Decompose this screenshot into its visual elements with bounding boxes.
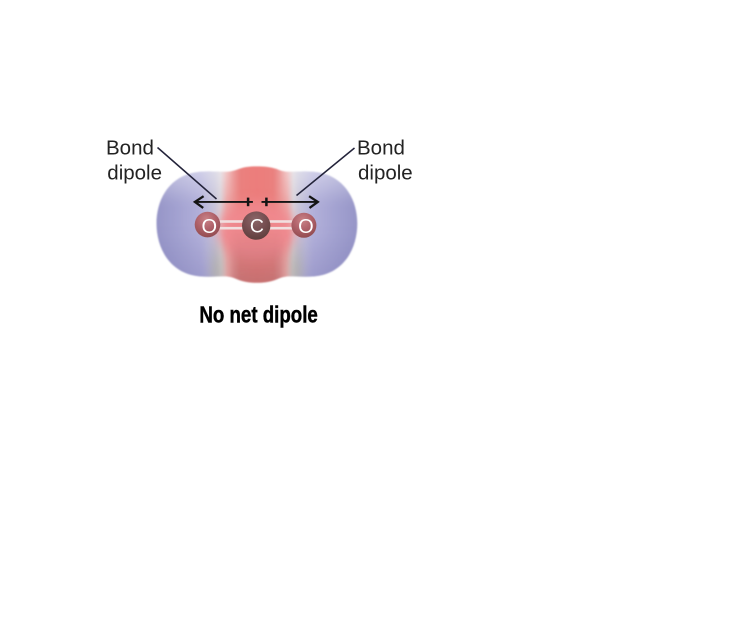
svg-text:Bond: Bond — [106, 136, 154, 159]
svg-text:O: O — [298, 216, 314, 238]
svg-text:No net dipole: No net dipole — [199, 302, 317, 328]
svg-text:dipole: dipole — [358, 161, 413, 184]
svg-text:C: C — [250, 216, 264, 238]
svg-text:Bond: Bond — [357, 136, 405, 159]
svg-text:dipole: dipole — [107, 161, 162, 184]
svg-text:O: O — [202, 216, 218, 238]
